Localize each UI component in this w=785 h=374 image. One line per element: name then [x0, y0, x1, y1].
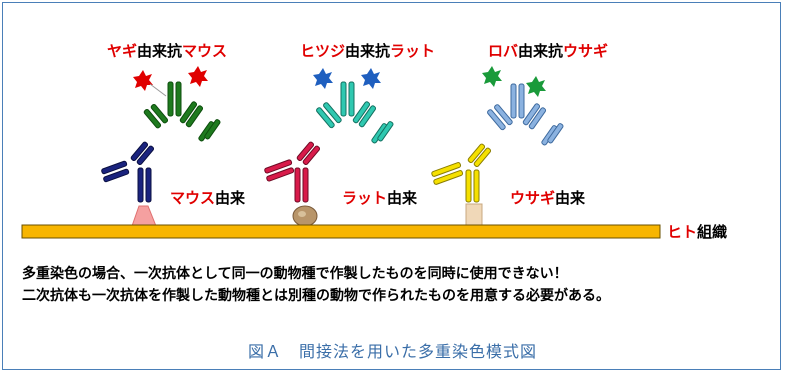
antigen-rat: [292, 205, 318, 227]
antibody-group-rat: [264, 68, 394, 227]
figure-caption: 図Ａ 間接法を用いた多重染色模式図: [247, 342, 537, 361]
fluorophore-star-blue: [313, 68, 333, 89]
fluorophore-star-red: [133, 70, 153, 91]
primary-label-rabbit: ウサギ由来: [510, 189, 586, 207]
primary-antibody-rabbit: [431, 143, 492, 203]
antibody-group-rabbit: [431, 66, 564, 227]
secondary-label-sheep-anti-rat: ヒツジ由来抗ラット: [300, 42, 435, 60]
secondary-antibody-rat: [316, 81, 394, 144]
antigen-rabbit: [465, 203, 483, 227]
secondary-label-donkey-anti-rabbit: ロバ由来抗ウサギ: [488, 42, 608, 60]
primary-antibody-rat: [264, 141, 321, 203]
fluorophore-star-blue: [361, 68, 381, 89]
fluorophore-star-green: [526, 76, 546, 97]
secondary-antibody-rabbit: [487, 83, 564, 146]
fluorophore-star-red: [188, 66, 208, 87]
fluorophore-star-green: [482, 66, 502, 87]
primary-antibody-mouse: [101, 141, 155, 203]
antigen-mouse: [131, 205, 157, 227]
figure-frame: [2, 2, 781, 370]
tissue-label: ヒト組織: [667, 223, 727, 241]
antibody-group-mouse: [101, 66, 221, 227]
primary-label-mouse: マウス由来: [170, 189, 246, 207]
human-tissue-bar: [21, 224, 661, 239]
secondary-antibody-mouse: [143, 81, 221, 142]
primary-label-rat: ラット由来: [342, 189, 418, 207]
note-line-2: 二次抗体も一次抗体を作製した動物種とは別種の動物で作られたものを用意する必要があ…: [22, 288, 610, 304]
note-line-1: 多重染色の場合、一次抗体として同一の動物種で作製したものを同時に使用できない！: [22, 266, 568, 282]
secondary-label-goat-anti-mouse: ヤギ由来抗マウス: [107, 42, 227, 60]
